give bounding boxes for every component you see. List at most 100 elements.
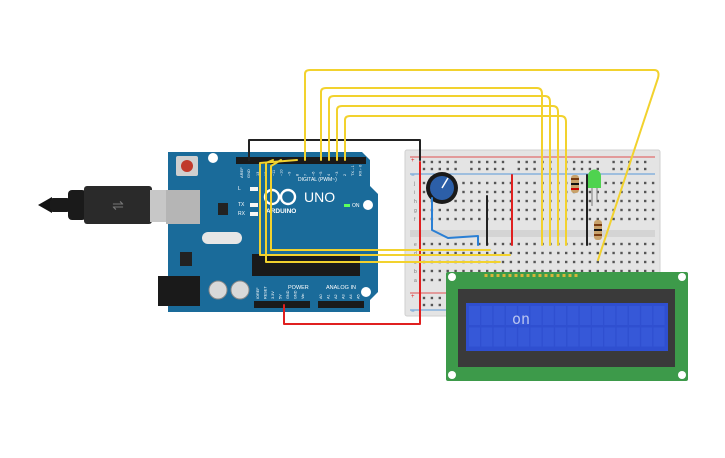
terminal-hole bbox=[644, 269, 647, 273]
lcd-cell bbox=[628, 327, 640, 347]
rail-hole bbox=[636, 167, 639, 171]
lcd-pin bbox=[544, 274, 548, 277]
terminal-hole bbox=[588, 242, 592, 246]
digital-pin-label: 7 bbox=[303, 174, 307, 176]
terminal-hole bbox=[478, 251, 481, 255]
lcd-pin bbox=[490, 274, 494, 277]
lcd-pin bbox=[556, 274, 560, 277]
terminal-hole bbox=[509, 217, 513, 221]
lcd-pin bbox=[526, 274, 530, 277]
rail-hole bbox=[612, 160, 615, 164]
terminal-hole bbox=[572, 199, 576, 203]
plus-label: + bbox=[411, 158, 415, 164]
row-letter: a bbox=[414, 278, 417, 284]
rail-hole bbox=[533, 160, 536, 164]
rail-hole bbox=[438, 167, 441, 171]
lcd-cell bbox=[469, 306, 480, 325]
wires bbox=[248, 69, 660, 325]
lcd-cell bbox=[604, 306, 616, 325]
terminal-hole bbox=[438, 208, 441, 212]
terminal-hole bbox=[454, 199, 457, 203]
resistor-band bbox=[594, 234, 602, 236]
potentiometer[interactable] bbox=[426, 172, 458, 204]
terminal-hole bbox=[588, 251, 592, 255]
terminal-hole bbox=[454, 217, 457, 221]
digital-pin-label: TX→1 bbox=[351, 165, 355, 176]
terminal-hole bbox=[422, 190, 426, 194]
terminal-hole bbox=[501, 260, 505, 264]
terminal-hole bbox=[612, 269, 615, 273]
rx-label: RX bbox=[238, 211, 246, 217]
lcd-cell bbox=[469, 327, 480, 347]
terminal-hole bbox=[493, 208, 497, 212]
terminal-hole bbox=[525, 199, 528, 203]
terminal-hole bbox=[462, 242, 465, 246]
usb-plug-body bbox=[84, 186, 152, 224]
terminal-hole bbox=[486, 181, 489, 185]
power-jack bbox=[158, 276, 200, 306]
terminal-hole bbox=[604, 260, 607, 264]
terminal-hole bbox=[541, 251, 544, 255]
terminal-hole bbox=[517, 208, 520, 212]
lcd-pin bbox=[562, 274, 566, 277]
wire-blue bbox=[431, 197, 479, 246]
terminal-hole bbox=[501, 269, 505, 273]
terminal-hole bbox=[549, 260, 552, 264]
wire-yellow bbox=[320, 87, 543, 246]
digital-pin-label: 8 bbox=[296, 174, 300, 176]
terminal-hole bbox=[533, 181, 536, 185]
terminal-hole bbox=[478, 217, 481, 221]
reset-button[interactable] bbox=[181, 160, 193, 172]
led-l bbox=[250, 187, 258, 191]
terminal-hole bbox=[446, 242, 449, 246]
wire-yellow bbox=[344, 115, 567, 246]
wire-yellow bbox=[270, 159, 491, 251]
terminal-hole bbox=[422, 278, 426, 282]
rail-hole bbox=[422, 303, 426, 307]
lcd-cell bbox=[579, 327, 591, 347]
lcd-cell bbox=[481, 327, 493, 347]
rail-hole bbox=[438, 303, 441, 307]
rail-hole bbox=[525, 160, 528, 164]
terminal-hole bbox=[525, 190, 528, 194]
terminal-hole bbox=[620, 181, 623, 185]
wire-yellow bbox=[328, 95, 551, 246]
rail-hole bbox=[644, 167, 647, 171]
terminal-hole bbox=[517, 217, 520, 221]
terminal-hole bbox=[628, 190, 631, 194]
arduino-model: UNO bbox=[304, 189, 335, 205]
rail-hole bbox=[438, 296, 441, 300]
terminal-hole bbox=[651, 208, 655, 212]
terminal-hole bbox=[493, 251, 497, 255]
terminal-hole bbox=[446, 217, 449, 221]
rail-hole bbox=[612, 167, 615, 171]
terminal-hole bbox=[580, 260, 584, 264]
resistor-band bbox=[594, 224, 602, 226]
terminal-hole bbox=[462, 217, 465, 221]
terminal-hole bbox=[572, 260, 576, 264]
terminal-hole bbox=[533, 260, 536, 264]
row-letter: f bbox=[414, 217, 416, 223]
terminal-hole bbox=[517, 260, 520, 264]
terminal-hole bbox=[596, 269, 599, 273]
resistor-band bbox=[571, 183, 579, 185]
terminal-hole bbox=[454, 269, 457, 273]
terminal-hole bbox=[620, 208, 623, 212]
cable-strain-relief bbox=[50, 198, 70, 212]
led-green bbox=[588, 169, 601, 188]
terminal-hole bbox=[525, 260, 528, 264]
terminal-hole bbox=[604, 217, 607, 221]
terminal-hole bbox=[533, 190, 536, 194]
terminal-hole bbox=[470, 190, 473, 194]
digital-pin-label: ~10 bbox=[280, 170, 284, 176]
mount-hole bbox=[678, 273, 686, 281]
rail-hole bbox=[446, 167, 449, 171]
terminal-hole bbox=[454, 251, 457, 255]
rail-hole bbox=[525, 167, 528, 171]
terminal-hole bbox=[486, 190, 489, 194]
terminal-hole bbox=[533, 208, 536, 212]
terminal-hole bbox=[462, 269, 465, 273]
terminal-hole bbox=[596, 190, 599, 194]
digital-pin-label: ~11 bbox=[272, 170, 276, 176]
